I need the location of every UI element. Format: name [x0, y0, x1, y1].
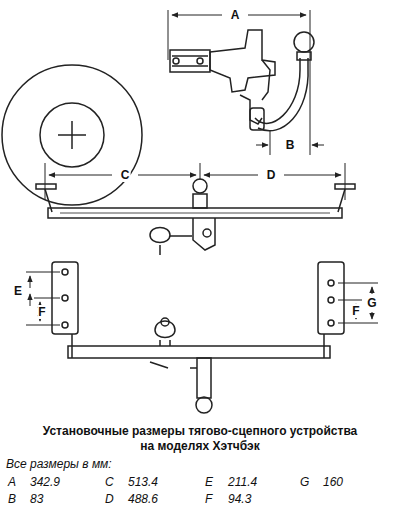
dimension-table-cell: B [8, 492, 16, 506]
dimension-table-cell: E [205, 475, 213, 489]
dimension-table-cell: A [8, 475, 16, 489]
dimension-table-cell: G [300, 475, 309, 489]
dimension-table-cell: 94.3 [228, 492, 251, 506]
dimension-table-cell: Все размеры в мм: [6, 457, 112, 471]
dimension-table-cell: C [105, 475, 114, 489]
dimension-table-cell: 160 [323, 475, 343, 489]
dimension-table-cell: 83 [30, 492, 43, 506]
dimension-table-cell: 513.4 [128, 475, 158, 489]
dimension-letter: G [366, 296, 377, 310]
dimension-letter: D [266, 168, 277, 182]
dimension-table-cell: F [205, 492, 212, 506]
dimension-table-cell: 211.4 [228, 475, 257, 489]
dimension-letter: F [351, 304, 360, 318]
dimension-letter: F [37, 305, 46, 319]
figure-caption: Установочные размеры тягово-сцепного уст… [40, 424, 360, 454]
dimension-letter: A [230, 8, 241, 22]
dimension-table-cell: 342.9 [30, 475, 60, 489]
dimension-letter: B [285, 138, 296, 152]
dimension-table-cell: D [105, 492, 114, 506]
dimension-letter: C [120, 168, 131, 182]
dimension-letter: E [13, 284, 23, 298]
dimension-table-cell: 488.6 [128, 492, 158, 506]
